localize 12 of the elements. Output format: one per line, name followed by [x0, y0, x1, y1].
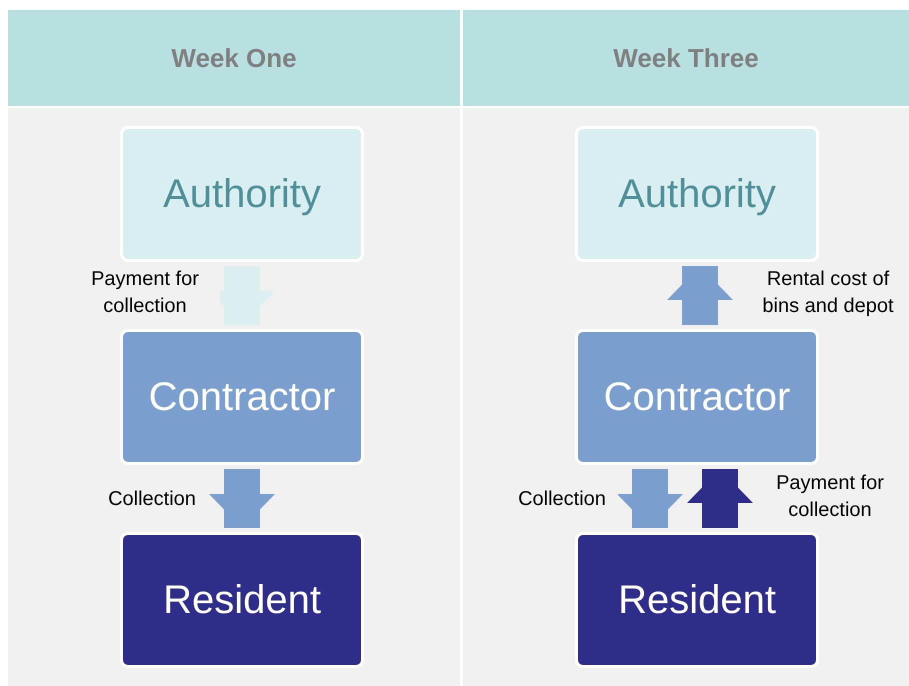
column-header: Week One	[8, 10, 460, 106]
process-box: Authority	[575, 126, 819, 262]
process-box: Contractor	[575, 329, 819, 465]
column-header: Week Three	[463, 10, 909, 106]
block-arrow	[209, 469, 275, 528]
block-arrow	[617, 469, 683, 528]
process-box: Resident	[575, 532, 819, 668]
process-box: Contractor	[120, 329, 364, 465]
process-box: Resident	[120, 532, 364, 668]
block-arrow	[667, 266, 733, 325]
block-arrow	[687, 469, 753, 528]
process-box: Authority	[120, 126, 364, 262]
